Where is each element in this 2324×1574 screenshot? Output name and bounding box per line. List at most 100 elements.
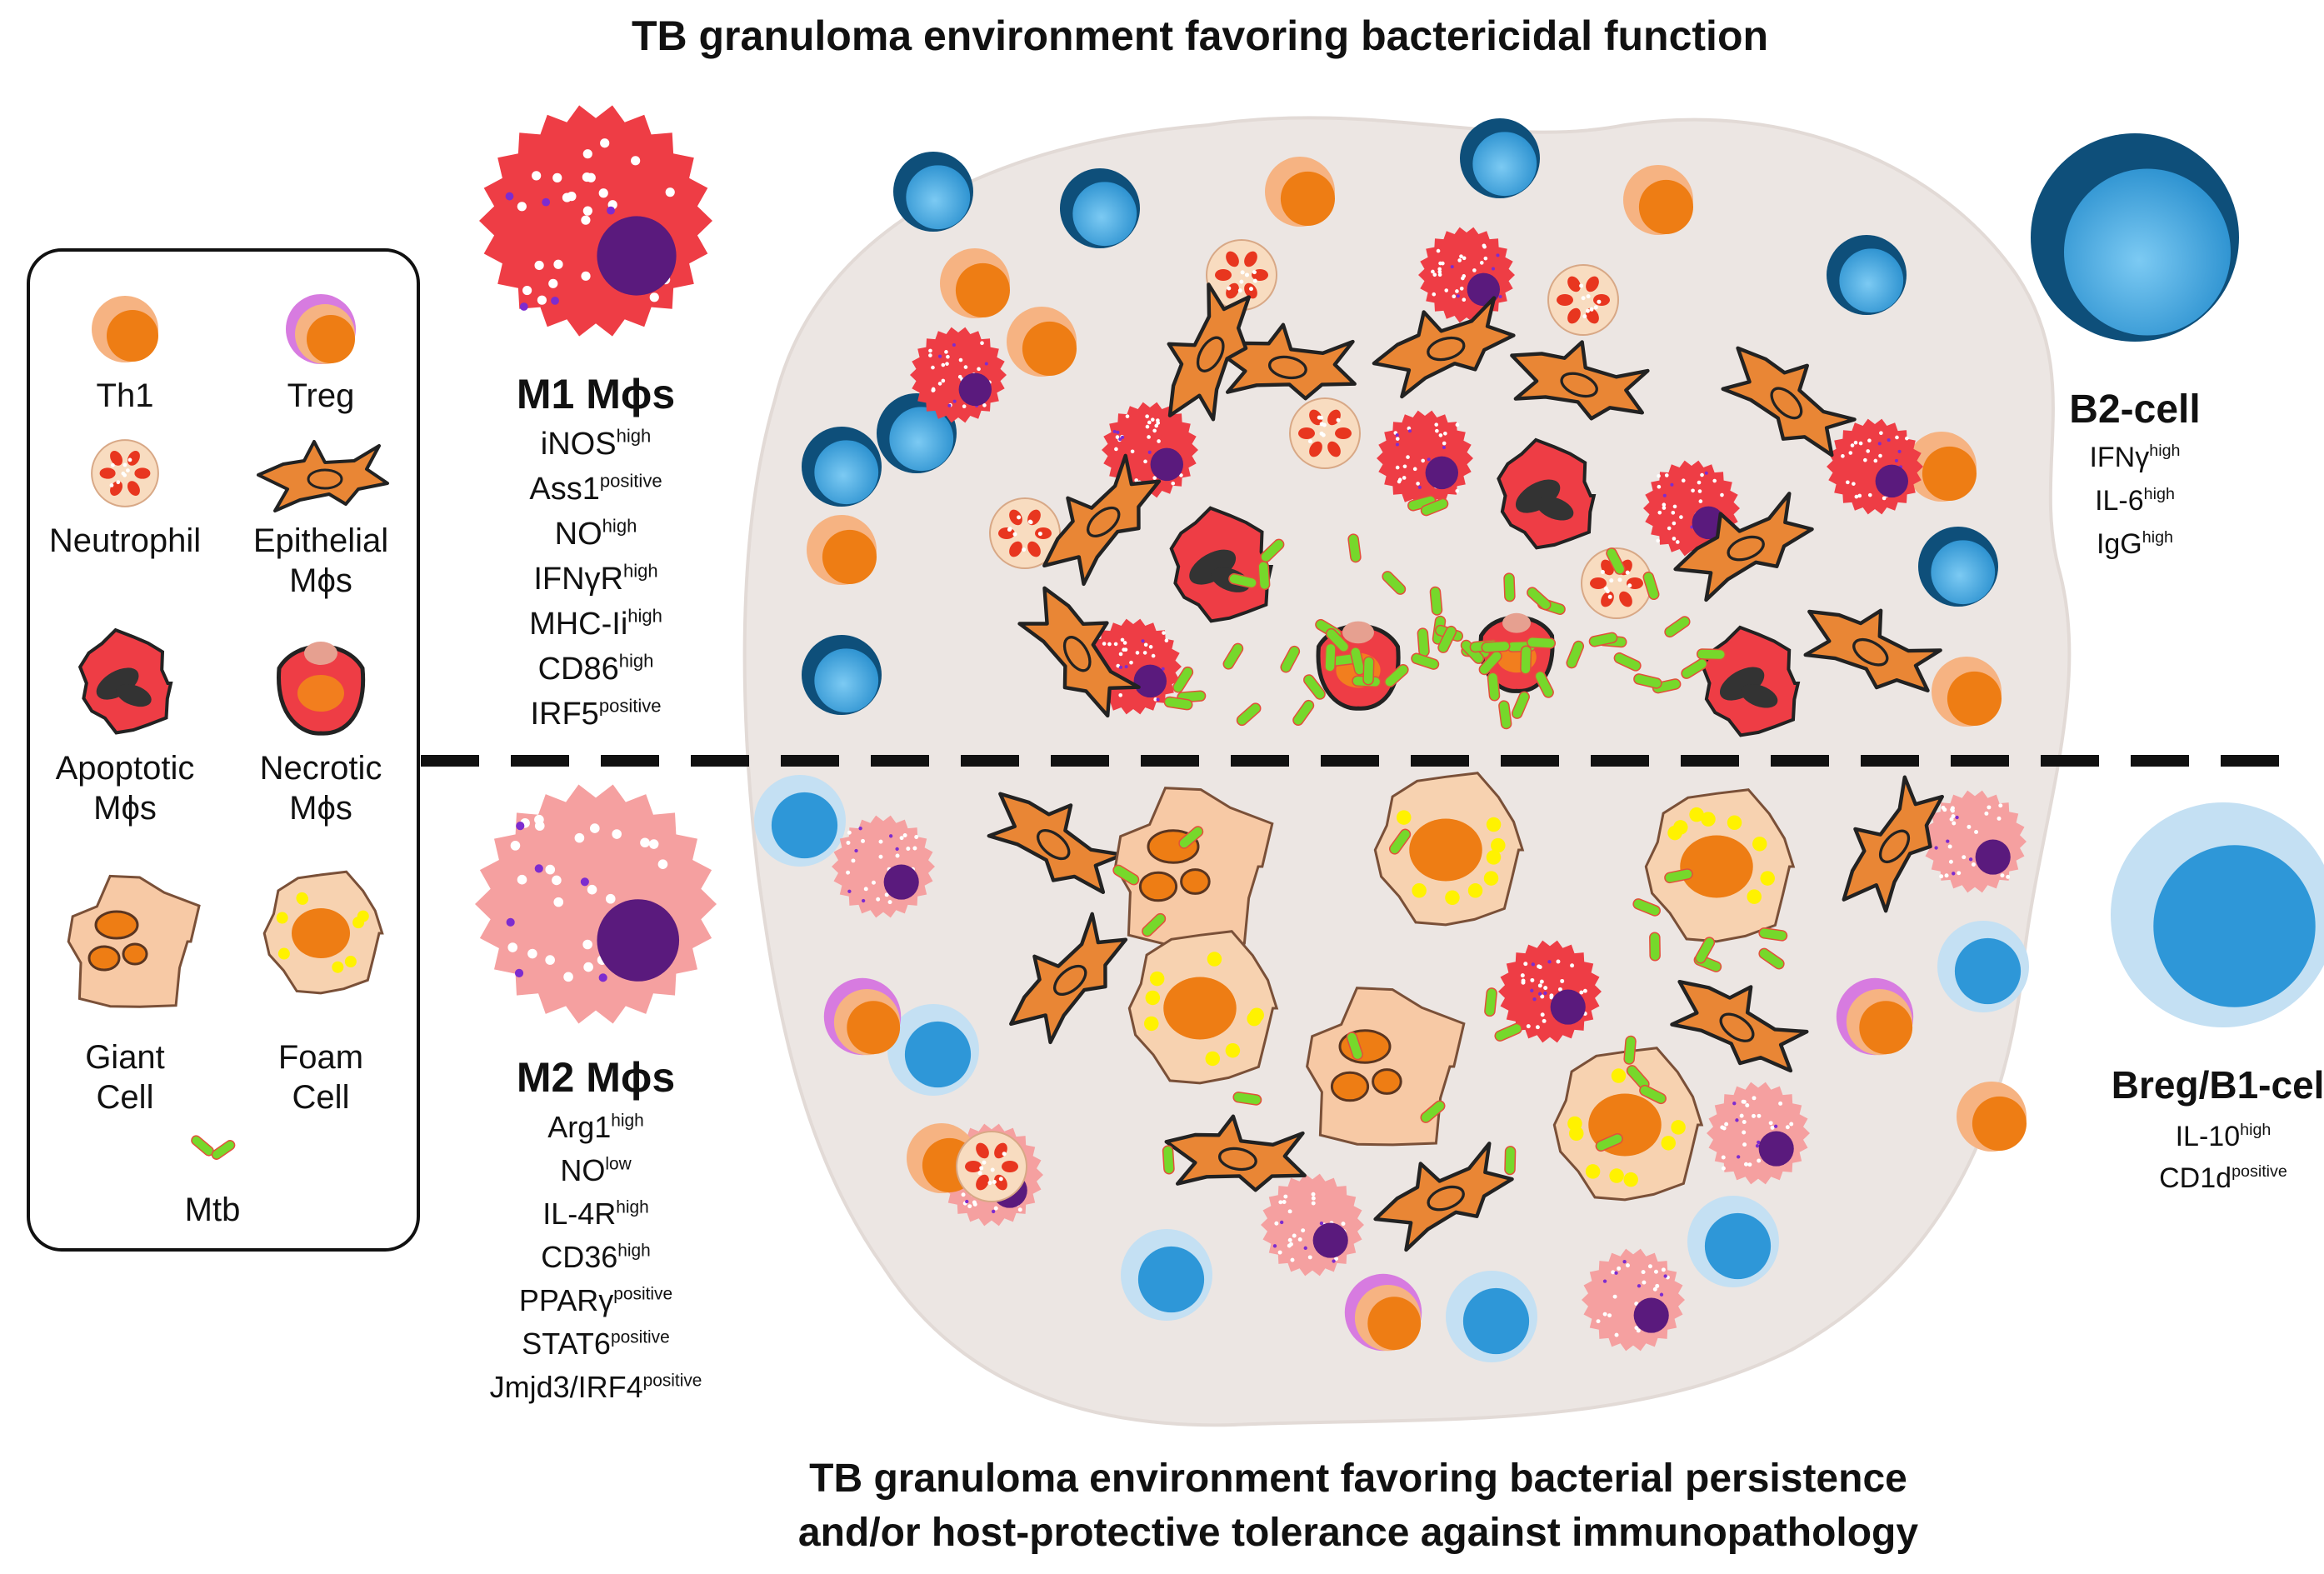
m2-marker-level: high [611,1111,643,1130]
granuloma-mtb [1639,1084,1667,1105]
granuloma-mtb [1566,640,1585,669]
legend-treg-icon [286,294,356,364]
m1-marker: IRF5positive [530,696,661,732]
granuloma-mtb [1112,864,1140,886]
m1-marker-name: NO [555,517,602,552]
m1-marker-level: high [623,561,658,582]
b2-marker: IgGhigh [2097,528,2173,560]
granuloma-breg-cell [1446,1271,1537,1362]
m1-macrophage-illustration [479,105,712,337]
granuloma-epithelial-macrophage [1009,912,1128,1045]
granuloma-mtb [1382,571,1407,595]
granuloma-epithelial-macrophage [1164,1114,1307,1192]
b2-title: B2-cell [2069,387,2200,432]
m1-marker-name: MHC-Ii [529,607,627,642]
m2-marker: Jmjd3/IRF4positive [490,1370,702,1404]
granuloma-m2-macrophage [1261,1173,1364,1277]
granuloma-mtb [1260,538,1285,563]
granuloma-mtb [1681,658,1708,679]
granuloma-mtb [1142,912,1167,937]
granuloma-epithelial-macrophage [987,792,1125,894]
granuloma-mtb [1325,627,1350,652]
granuloma-mtb [1498,700,1512,730]
m2-marker: NOlow [560,1153,632,1187]
granuloma-th1-cell [1932,657,2002,727]
granuloma-th1-cell [1907,432,1977,502]
m2-marker-name: NO [560,1153,605,1187]
legend-epithelial-icon [257,440,389,512]
granuloma-neutrophil [956,1131,1027,1202]
granuloma-epithelial-macrophage [1510,340,1650,421]
m1-marker: NOhigh [555,516,637,552]
granuloma-m2-macrophage [832,815,935,918]
granuloma-mtb [1484,987,1497,1017]
granuloma-epithelial-macrophage [1214,322,1357,401]
granuloma-mtb [1526,636,1557,649]
granuloma-mtb [1623,1035,1637,1065]
granuloma-mtb [1534,670,1554,698]
granuloma-mtb [1664,616,1691,638]
granuloma-breg-cell [1121,1229,1212,1321]
b2-marker-name: IgG [2097,528,2142,560]
breg-cell-illustration [2111,802,2324,1027]
granuloma-b2-cell [1827,235,1907,315]
granuloma-mtb [1478,650,1502,676]
granuloma-apoptotic-macrophage [1497,437,1597,550]
m2-marker-level: positive [611,1327,670,1347]
legend-necrotic-icon [277,642,366,736]
legend-foam-cell-icon [262,870,384,995]
legend-epithelial-label-2: Mϕs [289,562,352,599]
granuloma-th1-cell [1007,307,1077,377]
granuloma-apoptotic-macrophage [1701,625,1801,737]
granuloma-b2-cell [1460,118,1540,198]
granuloma-mtb [1389,828,1412,855]
m1-marker-level: high [619,651,654,672]
b2-cell-illustration [2031,133,2239,342]
b2-marker: IL-6high [2095,485,2175,517]
m2-marker: PPARγpositive [519,1283,672,1317]
granuloma-epithelial-macrophage [1721,346,1857,457]
legend-mtb-label: Mtb [185,1192,241,1228]
m1-marker-level: high [617,426,652,447]
legend-box [27,248,420,1252]
granuloma-th1-cell [807,515,877,585]
granuloma-mtb [1527,587,1552,611]
granuloma-mtb [1696,648,1727,661]
granuloma-mtb [1633,673,1662,689]
m1-marker: MHC-Iihigh [529,606,662,642]
granuloma-b2-cell [802,635,882,715]
m1-marker-level: high [602,516,637,537]
granuloma-epithelial-macrophage [1673,492,1814,602]
granuloma-mtb [1429,586,1443,616]
m1-marker: iNOShigh [541,426,651,462]
legend-necrotic-label-2: Mϕs [289,790,352,827]
legend-th1-icon [92,296,158,362]
m2-macrophage-illustration [475,784,717,1024]
m2-marker-level: positive [613,1284,672,1303]
granuloma-b2-cell [802,427,882,507]
granuloma-mtb [1511,691,1530,719]
granuloma-mtb [1172,666,1194,693]
granuloma-breg-cell [1687,1196,1779,1287]
granuloma-treg-cell [1836,977,1914,1056]
granuloma-mtb [1232,1092,1262,1106]
m1-marker-name: CD86 [538,652,619,687]
granuloma-mtb [1613,652,1642,672]
legend-mtb-icon [211,1140,236,1160]
granuloma-b2-cell [1918,527,1998,607]
legend-epithelial-label: Epithelial [253,522,388,559]
granuloma-mtb [1346,1032,1363,1061]
granuloma-mtb [1487,672,1501,702]
granuloma-mtb [1504,1146,1517,1176]
granuloma-foam-cell [1127,930,1279,1085]
granuloma-epithelial-macrophage [1670,979,1809,1073]
m1-marker: CD86high [538,651,654,687]
granuloma-m1-macrophage [1827,418,1923,515]
marker-lists: iNOShighAss1positiveNOhighIFNγRhighMHC-I… [490,426,2287,1404]
b2-marker-level: high [2142,528,2173,547]
granuloma-mtb [1595,1132,1623,1152]
granuloma-mtb [1163,696,1193,711]
granuloma-mtb [1503,572,1516,602]
m2-marker-name: STAT6 [522,1327,611,1361]
granuloma-mtb [1642,571,1660,601]
